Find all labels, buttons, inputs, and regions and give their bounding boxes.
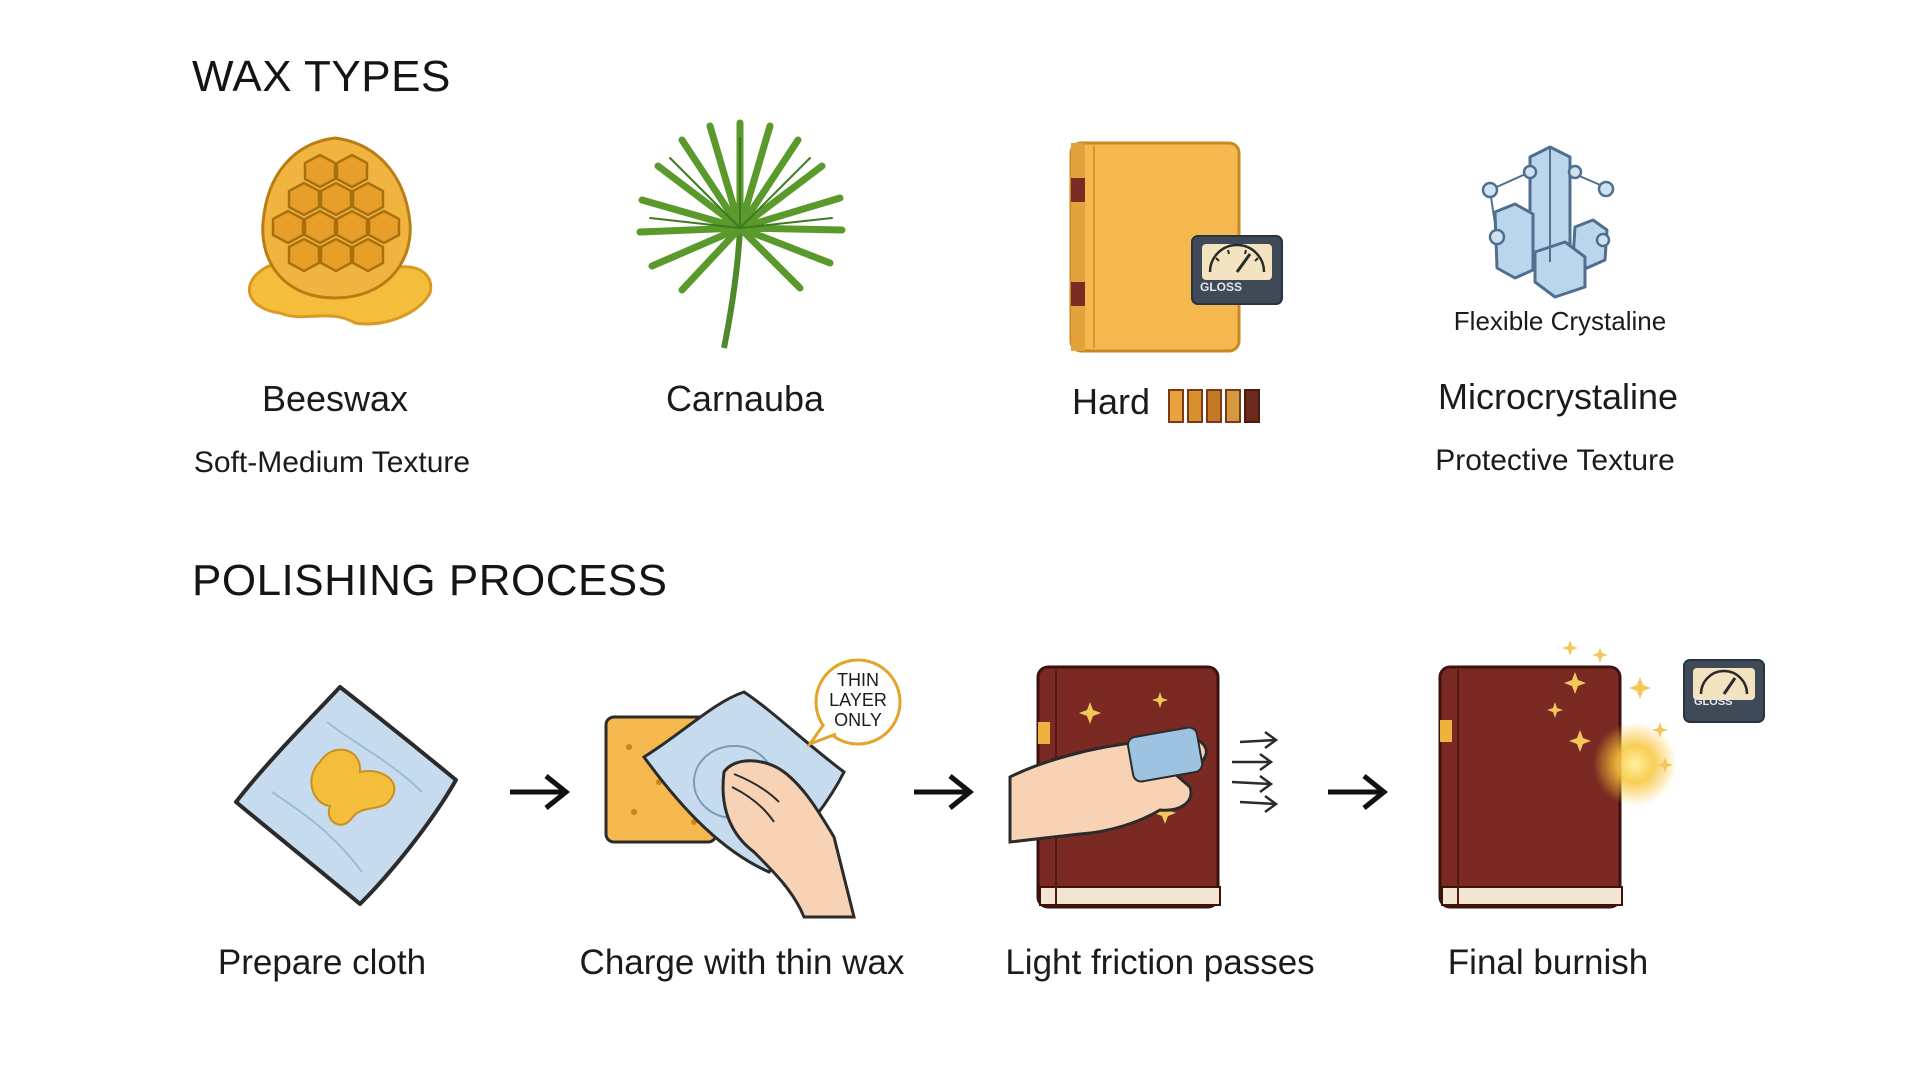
arrow-right-icon [510, 774, 571, 810]
hand-charging-cloth-icon [604, 658, 902, 919]
gloss-gauge-icon [1191, 235, 1283, 305]
step-label-charge-with-thin-wax: Charge with thin wax [579, 943, 905, 982]
bubble-line-2: LAYER [829, 690, 887, 710]
honeycomb-icon [247, 136, 433, 326]
final-gloss-gauge-label: GLOSS [1694, 696, 1733, 708]
cloth-with-wax-icon [234, 685, 458, 906]
polishing-process-title: POLISHING PROCESS [192, 556, 668, 605]
wax-name-carnauba: Carnauba [665, 378, 825, 419]
hardness-scale [1168, 389, 1260, 423]
book-gloss-icon [1069, 141, 1283, 353]
wax-name-beeswax: Beeswax [261, 378, 409, 419]
wax-types-title: WAX TYPES [192, 52, 451, 101]
bubble-line-1: THIN [837, 670, 879, 690]
wax-subtitle-microcrystaline: Protective Texture [1435, 444, 1675, 477]
bubble-line-3: ONLY [834, 710, 882, 730]
arrow-right-icon [1328, 774, 1389, 810]
thin-layer-bubble: THIN LAYER ONLY [818, 670, 898, 730]
step-label-prepare-cloth: Prepare cloth [217, 943, 427, 982]
hand-polishing-book-icon [1008, 665, 1279, 909]
wax-name-hard: Hard [1072, 381, 1151, 422]
wax-subtitle-beeswax: Soft-Medium Texture [193, 446, 471, 479]
palm-leaf-icon [636, 119, 846, 349]
step-label-final-burnish: Final burnish [1447, 943, 1649, 982]
shiny-book-icon [1438, 640, 1765, 909]
arrow-right-icon [914, 774, 975, 810]
wax-name-microcrystaline: Microcrystaline [1437, 376, 1679, 417]
gloss-gauge-icon [1683, 659, 1765, 723]
step-label-light-friction-passes: Light friction passes [1005, 943, 1315, 982]
gloss-gauge-label: GLOSS [1200, 280, 1243, 294]
wax-caption-microcrystaline: Flexible Crystaline [1453, 306, 1667, 336]
crystal-icon [1481, 145, 1615, 299]
